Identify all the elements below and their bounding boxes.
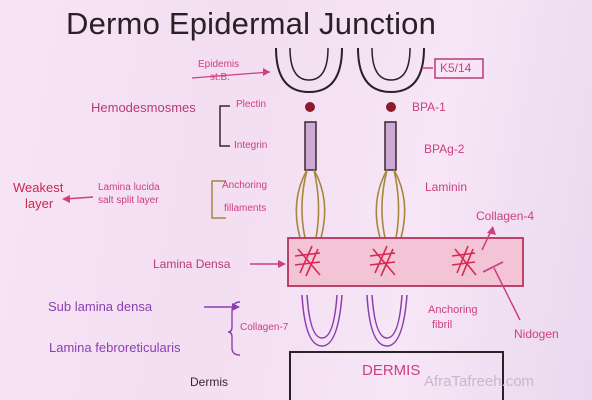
nidogen-tbar [482, 261, 504, 273]
dermis-box-label: DERMIS [362, 362, 421, 379]
bpa1-label: BPA-1 [412, 100, 446, 114]
watermark-text: AfraTafreeh.com [424, 373, 535, 390]
lamina-densa-label: Lamina Densa [153, 257, 231, 271]
collagen-4-crosshatch-2 [369, 245, 396, 277]
bpag2-label: BPAg-2 [424, 142, 465, 156]
integrin-stalk-right [384, 121, 397, 171]
weakest-label: Weakest [13, 180, 64, 195]
salt-split-layer-label: salt split layer [98, 195, 159, 206]
sub-lamina-densa-label: Sub lamina densa [48, 299, 153, 314]
anchoring-filaments-bracket [211, 180, 226, 219]
lamina-febroreticularis-label: Lamina febroreticularis [49, 340, 181, 355]
epidermal-cell-arc-inner-left [289, 47, 329, 81]
dermis-label: Dermis [190, 375, 228, 389]
hemidesmosomes-label: Hemodesmosmes [91, 100, 196, 115]
plectin-dot-right [386, 102, 396, 112]
nidogen-label: Nidogen [514, 327, 559, 341]
collagen-4-label: Collagen-4 [476, 209, 535, 223]
epidermal-cell-arc-right [357, 47, 425, 94]
integrin-label: Integrin [234, 140, 268, 151]
nidogen-line [493, 267, 521, 321]
k5-14-label: K5/14 [440, 61, 472, 75]
plectin-dot-left [305, 102, 315, 112]
laminin-label: Laminin [425, 180, 468, 194]
dermis-box [289, 351, 504, 400]
integrin-stalk-left [304, 121, 317, 171]
anchoring-label: Anchoring [222, 180, 268, 191]
anchoring-filaments-left [295, 169, 326, 239]
hemidesmosome-bracket [219, 105, 230, 147]
anchoring-fibril-right [366, 294, 408, 347]
collagen-4-crosshatch-1 [294, 245, 321, 277]
k5-14-box [434, 58, 484, 79]
anchoring-fibril-label-line1: Anchoring [428, 304, 478, 316]
lamina-lucida-label: Lamina lucida [98, 182, 160, 193]
epidermal-cell-arc-inner-right [371, 47, 411, 81]
epidermal-cell-arc-left [275, 47, 343, 94]
anchoring-fibril-label-line2: fibril [432, 319, 453, 331]
lamina-densa-band [287, 237, 524, 287]
anchoring-fibril-left [301, 294, 343, 347]
layer-label: layer [25, 196, 54, 211]
plectin-label: Plectin [236, 99, 267, 110]
epidemis-label: Epidemis [198, 59, 240, 70]
collagen-7-label: Collagen-7 [240, 322, 289, 333]
anchoring-filaments-right [375, 169, 406, 239]
epidemis-arrow [191, 71, 271, 79]
diagram-title: Dermo Epidermal Junction [66, 6, 437, 41]
stratum-basale-label: st.B. [210, 72, 231, 83]
filaments-label: fillaments [224, 203, 267, 214]
collagen-4-crosshatch-3 [451, 245, 477, 277]
collagen-7-brace [227, 301, 241, 356]
